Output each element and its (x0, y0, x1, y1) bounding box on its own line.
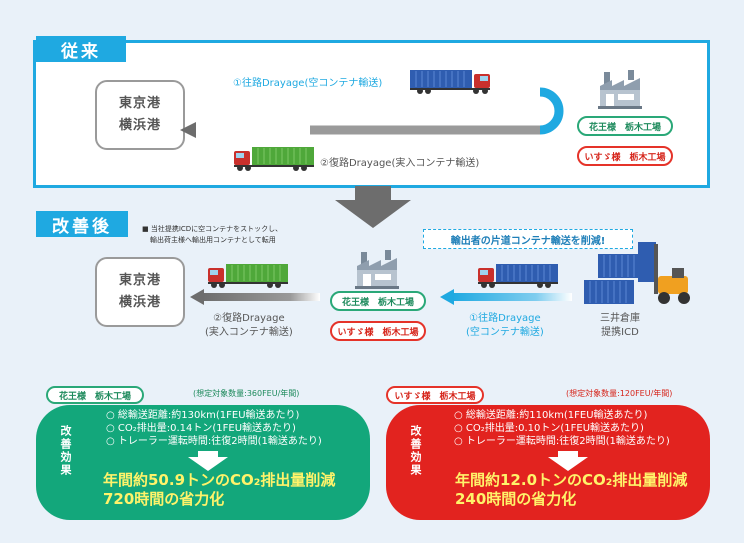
isuzu-effect-vertical: 改善効果 (409, 425, 422, 477)
kao-effect-highlight-line2: 720時間の省力化 (103, 490, 225, 508)
after-callout: 輸出者の片道コンテナ輸送を削減! (423, 229, 633, 249)
isuzu-effect-highlight: 年間約12.0トンのCO₂排出量削減 240時間の省力化 (455, 471, 687, 509)
after-outbound-arrow (440, 289, 572, 305)
after-isuzu-factory-pill: いすゞ様 栃木工場 (330, 321, 426, 341)
before-port-box: 東京港 横浜港 (95, 80, 185, 150)
isuzu-effect-bullet: ○ トレーラー運転時間:往復2時間(1輸送あたり) (454, 436, 670, 447)
green-container-truck-icon (234, 147, 314, 171)
icd-container-stack-icon (584, 242, 690, 304)
after-port-box: 東京港 横浜港 (95, 257, 185, 327)
icd-label-line2: 提携ICD (601, 327, 639, 338)
before-kao-factory-pill: 花王様 栃木工場 (577, 116, 673, 136)
port-name-yokohama: 横浜港 (118, 295, 161, 310)
green-container-truck-icon (208, 264, 288, 288)
after-note-line2: 輸出荷主様へ輸出用コンテナとして転用 (150, 236, 276, 244)
before-return-label: ②復路Drayage(実入コンテナ輸送) (320, 158, 480, 169)
icd-label: 三井倉庫 提携ICD (600, 312, 640, 340)
factory-icon (598, 70, 642, 109)
before-isuzu-factory-pill: いすゞ様 栃木工場 (577, 146, 673, 166)
after-tag: 改善後 (36, 211, 128, 237)
kao-effect-bullet: ○ 総輸送距離:約130km(1FEU輸送あたり) (106, 410, 300, 421)
port-name-tokyo: 東京港 (118, 96, 161, 111)
before-uturn-arrow (180, 87, 564, 138)
kao-effect-highlight: 年間約50.9トンのCO₂排出量削減 720時間の省力化 (103, 471, 335, 509)
after-outbound-label-line1: ①往路Drayage (469, 313, 541, 324)
factory-icon (355, 250, 399, 289)
isuzu-effect-highlight-line1: 年間約12.0トンのCO₂排出量削減 (455, 471, 688, 489)
isuzu-effect-highlight-line2: 240時間の省力化 (455, 490, 577, 508)
isuzu-effect-bullets: ○ 総輸送距離:約110km(1FEU輸送あたり) ○ CO₂排出量:0.10ト… (454, 409, 670, 448)
isuzu-effect-bullet: ○ 総輸送距離:約110km(1FEU輸送あたり) (454, 410, 648, 421)
before-outbound-label: ①往路Drayage(空コンテナ輸送) (233, 78, 383, 89)
blue-container-truck-icon (478, 264, 558, 288)
kao-effect-bullets: ○ 総輸送距離:約130km(1FEU輸送あたり) ○ CO₂排出量:0.14ト… (106, 409, 322, 448)
after-return-label-line2: (実入コンテナ輸送) (205, 327, 293, 338)
port-name-tokyo: 東京港 (118, 273, 161, 288)
kao-effect-bullet: ○ CO₂排出量:0.14トン(1FEU輸送あたり) (106, 423, 296, 434)
kao-effect-vertical: 改善効果 (59, 425, 72, 477)
kao-effect-volume: (想定対象数量:360FEU/年間) (193, 389, 300, 398)
after-kao-factory-pill: 花王様 栃木工場 (330, 291, 426, 311)
kao-effect-company-pill: 花王様 栃木工場 (46, 386, 144, 404)
after-return-label: ②復路Drayage (実入コンテナ輸送) (205, 312, 293, 340)
isuzu-effect-volume: (想定対象数量:120FEU/年間) (566, 389, 673, 398)
kao-effect-down-arrow (188, 451, 228, 471)
kao-effect-highlight-line1: 年間約50.9トンのCO₂排出量削減 (103, 471, 336, 489)
after-outbound-label-line2: (空コンテナ輸送) (466, 327, 544, 338)
port-name-yokohama: 横浜港 (118, 118, 161, 133)
isuzu-effect-company-pill: いすゞ様 栃木工場 (386, 386, 484, 404)
icd-label-line1: 三井倉庫 (600, 313, 640, 324)
isuzu-effect-bullet: ○ CO₂排出量:0.10トン(1FEU輸送あたり) (454, 423, 644, 434)
isuzu-effect-card (386, 405, 710, 520)
after-return-label-line1: ②復路Drayage (213, 313, 285, 324)
isuzu-effect-down-arrow (548, 451, 588, 471)
after-note-line1: ■ 当社提携ICDに空コンテナをストックし、 (142, 225, 283, 233)
kao-effect-bullet: ○ トレーラー運転時間:往復2時間(1輸送あたり) (106, 436, 322, 447)
blue-container-truck-icon (410, 70, 490, 94)
transition-down-arrow (335, 186, 411, 228)
after-outbound-label: ①往路Drayage (空コンテナ輸送) (466, 312, 544, 340)
after-note: ■ 当社提携ICDに空コンテナをストックし、 輸出荷主様へ輸出用コンテナとして転… (142, 224, 282, 246)
after-return-arrow (190, 289, 320, 305)
before-tag: 従来 (36, 36, 126, 62)
